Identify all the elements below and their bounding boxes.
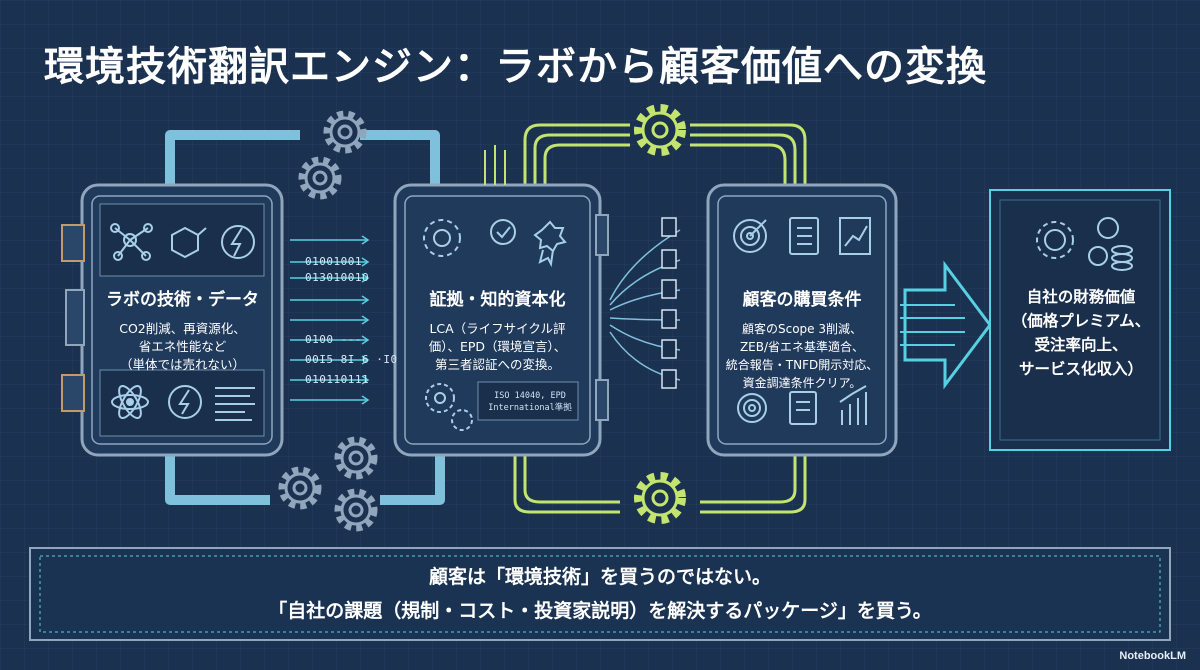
evidence-panel-heading: 証拠・知的資本化 [429, 290, 566, 310]
value-arrow [900, 260, 992, 390]
lab-panel-line: CO2削減、再資源化、 [119, 321, 246, 336]
checkmark-badge-icon [490, 219, 516, 245]
value-line: （価格プレミアム、 [1011, 312, 1151, 330]
banner-line-2: 「自社の課題（規制・コスト・投資家説明）を解決するパッケージ」を買う。 [268, 600, 932, 622]
checklist-icon [789, 217, 819, 425]
lab-panel-text: ラボの技術・データ CO2削減、再資源化、 省エネ性能など （単体では売れない） [95, 285, 270, 374]
lab-panel-body: CO2削減、再資源化、 省エネ性能など （単体では売れない） [95, 320, 270, 374]
code-line: 00I5 8I 6 ·I0 [305, 353, 398, 366]
banner-line-1: 顧客は「環境技術」を買うのではない。 [428, 566, 771, 588]
code-line: 01001001 [305, 255, 362, 268]
purchase-panel-line: 資金調達条件クリア。 [742, 376, 862, 390]
power-icon [168, 385, 202, 419]
evidence-panel-frame [393, 145, 609, 457]
evidence-panel-line: 価）、EPD（環境宣言）、 [428, 339, 567, 354]
gear-icon [282, 114, 374, 528]
key-message-banner: 顧客は「環境技術」を買うのではない。 「自社の課題（規制・コスト・投資家説明）を… [30, 548, 1170, 640]
lab-panel-line: （単体では売れない） [119, 357, 245, 372]
financial-value-text: 自社の財務価値 （価格プレミアム、 受注率向上、 サービス化収入） [996, 285, 1166, 381]
hexagon-molecule-icon [171, 226, 207, 259]
evidence-panel-line: 第三者認証への変換。 [434, 357, 560, 372]
purchase-panel-line: 顧客のScope 3削減、 [741, 322, 862, 336]
purchase-panel-line: ZEB/省エネ基準適合、 [739, 340, 865, 354]
value-line: サービス化収入） [1018, 360, 1143, 378]
value-line: 受注率向上、 [1034, 336, 1128, 354]
page-title: 環境技術翻訳エンジン：ラボから顧客価値への変換 [44, 44, 987, 90]
purchase-panel-heading: 顧客の購買条件 [742, 290, 862, 310]
ribbon-award-icon [533, 220, 567, 268]
purchase-panel-line: 統合報告・TNFD開示対応、 [725, 358, 879, 372]
blue-pipe-bottom [165, 445, 445, 505]
energy-bolt-icon [221, 225, 255, 259]
blue-pipe-top [165, 130, 440, 200]
value-line: 自社の財務価値 [1026, 288, 1136, 306]
green-pipe-bottom [513, 450, 807, 514]
banner-frame [29, 547, 1171, 641]
lab-panel-line: 省エネ性能など [138, 339, 227, 354]
value-box-frame [989, 189, 1171, 451]
molecule-icon [110, 223, 153, 261]
green-pipe-top [523, 123, 807, 190]
code-line: 01301001O [305, 271, 370, 284]
code-line: 0100 --- [305, 333, 362, 346]
code-line: 010110111 [305, 373, 370, 386]
certification-stamp: ISO 14040, EPD International準拠 [488, 390, 572, 414]
finance-gear-icon [1036, 221, 1074, 259]
atom-icon [111, 385, 149, 419]
growth-chart-icon [839, 217, 871, 425]
purchase-panel-text: 顧客の購買条件 顧客のScope 3削減、 ZEB/省エネ基準適合、 統合報告・… [716, 285, 888, 392]
coin-stack-icon [1088, 217, 1133, 271]
target-icon [733, 219, 767, 423]
lab-panel-heading: ラボの技術・データ [106, 290, 259, 310]
document-icon [661, 217, 677, 389]
watermark: NotebookLM [1119, 650, 1186, 662]
evidence-panel-body: LCA（ライフサイクル評 価）、EPD（環境宣言）、 第三者認証への変換。 [405, 320, 590, 374]
stamp-line: International準拠 [488, 403, 572, 413]
data-sheet-icon [215, 387, 255, 421]
evidence-panel-text: 証拠・知的資本化 LCA（ライフサイクル評 価）、EPD（環境宣言）、 第三者認… [405, 285, 590, 374]
data-stream-arrows [290, 235, 370, 405]
evidence-panel-line: LCA（ライフサイクル評 [429, 321, 566, 336]
gear-cluster-icon [423, 219, 473, 431]
purchase-panel-body: 顧客のScope 3削減、 ZEB/省エネ基準適合、 統合報告・TNFD開示対応… [716, 320, 888, 392]
stamp-line: ISO 14040, EPD [494, 391, 566, 401]
purchase-panel-frame [706, 183, 898, 457]
